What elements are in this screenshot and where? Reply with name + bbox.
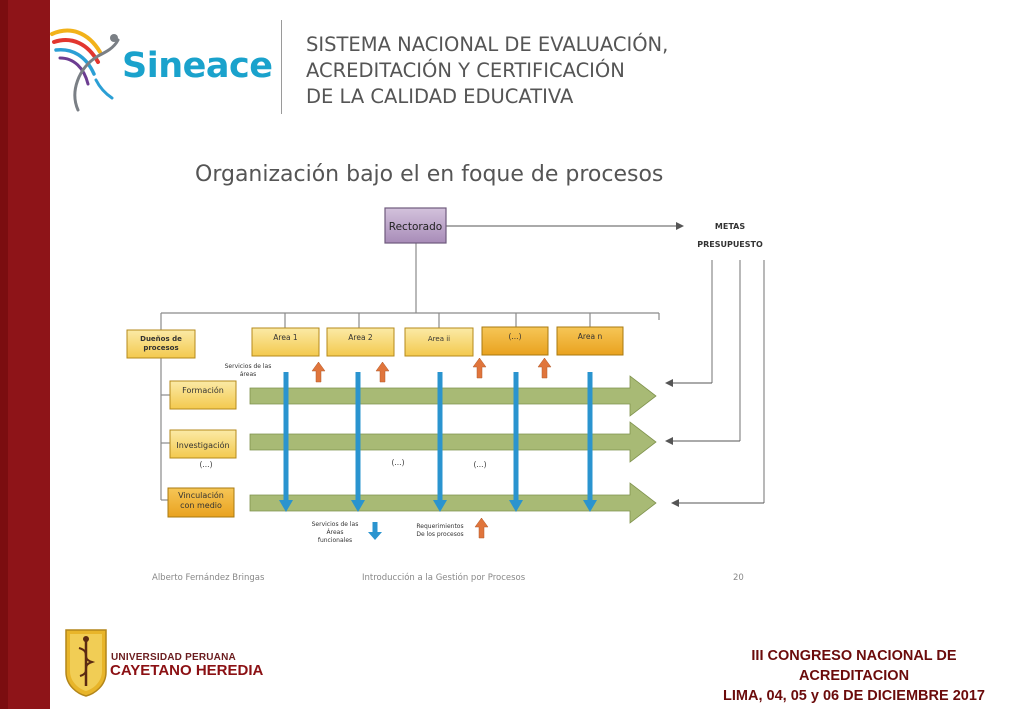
vinculacion-node: Vinculación con medio bbox=[167, 487, 235, 518]
service-arrow-4 bbox=[509, 372, 523, 512]
duenos-label-2: procesos bbox=[143, 344, 178, 352]
congress-line-3: LIMA, 04, 05 y 06 DE DICIEMBRE 2017 bbox=[723, 688, 985, 704]
servicios-bottom-label-2: Áreas bbox=[327, 529, 344, 536]
requirement-arrow-1 bbox=[311, 361, 326, 383]
footer-course: Introducción a la Gestión por Procesos bbox=[362, 573, 526, 583]
requirement-arrow-4 bbox=[537, 357, 552, 379]
university-name-line1: UNIVERSIDAD PERUANA bbox=[111, 652, 236, 663]
left-accent-bar-inner bbox=[8, 0, 50, 709]
rectorado-node: Rectorado bbox=[384, 207, 447, 244]
sineace-wordmark: Sineace bbox=[122, 46, 273, 86]
service-arrow-5 bbox=[583, 372, 597, 512]
requerimientos-label-1: Requerimientos bbox=[416, 523, 463, 530]
area-node-2: Area 2 bbox=[326, 327, 395, 357]
servicios-bottom-label-3: funcionales bbox=[318, 537, 352, 544]
area-label-4: (...) bbox=[508, 332, 521, 341]
investigacion-label: Investigación bbox=[176, 440, 229, 450]
formacion-node: Formación bbox=[169, 380, 237, 410]
congress-info: III CONGRESO NACIONAL DE ACREDITACION LI… bbox=[704, 646, 1004, 706]
upch-crest-icon bbox=[65, 629, 107, 697]
footer-page-number: 20 bbox=[733, 573, 744, 583]
service-arrow-1 bbox=[279, 372, 293, 512]
requirement-legend-arrow bbox=[474, 517, 489, 539]
header-line-1: SISTEMA NACIONAL DE EVALUACIÓN, bbox=[306, 33, 669, 56]
duenos-label-1: Dueños de bbox=[140, 335, 182, 343]
presupuesto-label: PRESUPUESTO bbox=[697, 240, 763, 249]
university-name-line2: CAYETANO HEREDIA bbox=[110, 662, 264, 679]
requirement-arrow-2 bbox=[375, 361, 390, 383]
ellipsis-label-1: (...) bbox=[199, 460, 212, 469]
process-arrow-formacion bbox=[249, 375, 657, 417]
servicios-top-label-1: Servicios de las bbox=[225, 363, 272, 370]
vinculacion-label-2: con medio bbox=[180, 501, 222, 510]
duenos-node: Dueños de procesos bbox=[126, 329, 196, 359]
area-label-1: Area 1 bbox=[273, 333, 298, 342]
service-legend-arrow bbox=[368, 522, 382, 540]
ellipsis-label-3: (...) bbox=[473, 460, 486, 469]
rectorado-label: Rectorado bbox=[389, 221, 442, 233]
requirement-arrow-3 bbox=[472, 357, 487, 379]
area-node-4: (...) bbox=[481, 326, 549, 356]
sineace-bird-icon bbox=[50, 28, 120, 112]
diagram-title: Organización bajo el en foque de proceso… bbox=[195, 162, 664, 187]
servicios-bottom-label-1: Servicios de las bbox=[312, 521, 359, 528]
area-node-5: Area n bbox=[556, 326, 624, 356]
metas-label: METAS bbox=[715, 222, 745, 231]
header-line-2: ACREDITACIÓN Y CERTIFICACIÓN bbox=[306, 59, 625, 82]
formacion-label: Formación bbox=[182, 385, 224, 395]
service-arrow-3 bbox=[433, 372, 447, 512]
service-arrow-2 bbox=[351, 372, 365, 512]
investigacion-node: Investigación bbox=[169, 429, 237, 459]
header-divider bbox=[281, 20, 282, 114]
header-title: SISTEMA NACIONAL DE EVALUACIÓN, ACREDITA… bbox=[306, 32, 668, 110]
requerimientos-label-2: De los procesos bbox=[416, 531, 463, 538]
vinculacion-label-1: Vinculación bbox=[178, 490, 224, 500]
area-label-2: Area 2 bbox=[348, 333, 373, 342]
servicios-top-label-2: áreas bbox=[240, 371, 257, 378]
area-label-3: Area ii bbox=[428, 335, 450, 343]
process-arrow-vinculacion bbox=[249, 482, 657, 524]
area-node-3: Area ii bbox=[404, 327, 474, 357]
area-node-1: Area 1 bbox=[251, 327, 320, 357]
left-accent-bar bbox=[0, 0, 50, 709]
footer-author: Alberto Fernández Bringas bbox=[152, 573, 265, 583]
process-arrow-investigacion bbox=[249, 421, 657, 463]
area-label-5: Area n bbox=[578, 332, 603, 341]
header-line-3: DE LA CALIDAD EDUCATIVA bbox=[306, 85, 574, 108]
congress-line-2: ACREDITACION bbox=[798, 668, 910, 684]
ellipsis-label-2: (...) bbox=[391, 458, 404, 467]
congress-line-1: III CONGRESO NACIONAL DE bbox=[751, 648, 957, 664]
